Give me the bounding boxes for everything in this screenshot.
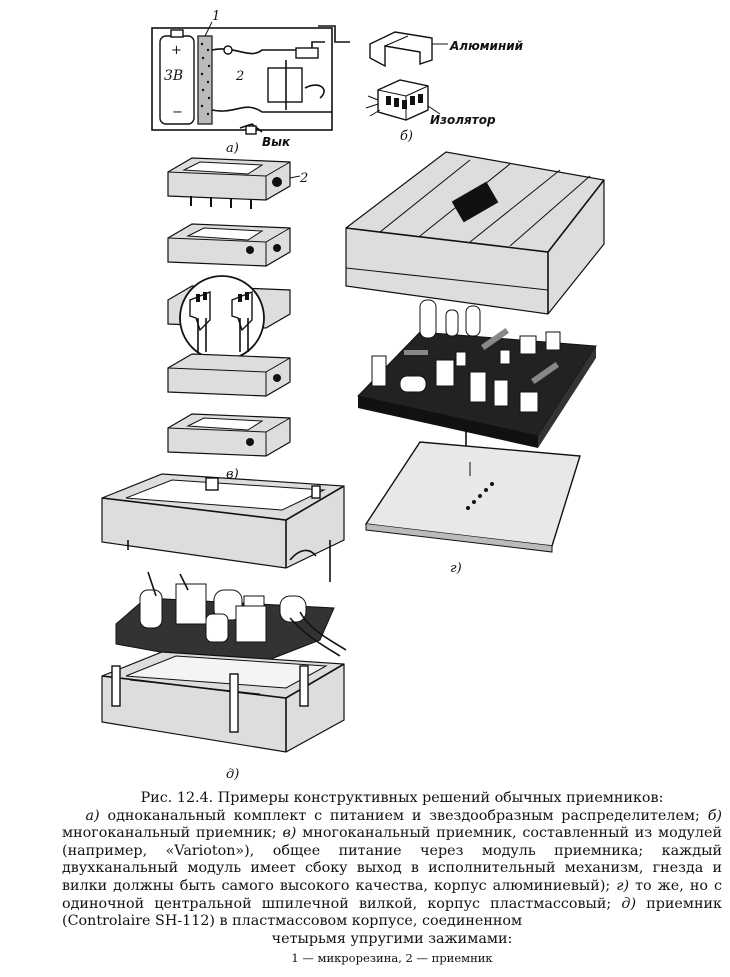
panel-a-single-channel-kit: + 3В − 1 2 Вык а) (151, 9, 350, 156)
receiver-board (115, 571, 347, 669)
module-second (167, 223, 291, 267)
panel-d-controlaire-receiver: д) (101, 473, 347, 782)
caption-v-text: многоканальный приемник, составленный из… (62, 825, 722, 894)
caption-g-text: то же, но с одиночной центральной шпилеч… (62, 877, 722, 912)
module-fourth (167, 353, 291, 397)
figure-caption: Рис. 12.4. Примеры конструктивных решени… (62, 790, 722, 968)
panel-a-label: а) (226, 141, 239, 156)
panel-g-plastic-housing: г) (345, 151, 605, 576)
panel-g-label: г) (450, 561, 462, 576)
panel-b-multichannel-receiver: Алюминий Изолятор б) (365, 31, 524, 144)
caption-legend: 1 — микрорезина, 2 — приемник (291, 951, 493, 966)
switch-label: Вык (262, 135, 291, 149)
housing-cover (345, 151, 605, 315)
caption-b-mark: б) (707, 807, 723, 824)
caption-title: Рис. 12.4. Примеры конструктивных решени… (140, 790, 664, 806)
base-plate (364, 441, 581, 553)
caption-d-mark: д) (621, 895, 637, 912)
part-2-label: 2 (235, 69, 244, 84)
microrubber-block (197, 35, 213, 125)
circuit-board (357, 299, 597, 458)
battery-minus-label: − (172, 105, 183, 120)
housing-bottom-half (101, 651, 345, 753)
aluminum-label: Алюминий (449, 39, 524, 53)
housing-top-half (101, 473, 345, 582)
caption-a-mark: а) (85, 807, 100, 824)
caption-g-mark: г) (616, 877, 630, 894)
caption-v-mark: в) (282, 825, 297, 842)
connector-detail-magnifier (179, 275, 265, 361)
receiver-module-label: 2 (299, 171, 308, 186)
caption-d-text: приемник (Controlaire SH-112) в пластмас… (62, 895, 722, 930)
panel-b-label: б) (400, 129, 413, 144)
panel-v-stacked-modules: 2 (167, 157, 308, 482)
caption-a-text: одноканальный комплект с питанием и звез… (99, 807, 700, 824)
figure-illustration: + 3В − 1 2 Вык а) (101, 9, 605, 782)
battery-voltage-label: 3В (164, 68, 183, 84)
battery-plus-label: + (171, 43, 182, 58)
insulator-label: Изолятор (430, 113, 496, 127)
panel-d-label: д) (226, 767, 239, 782)
part-1-label: 1 (212, 9, 220, 24)
module-top: 2 (167, 157, 308, 209)
caption-b-text: многоканальный приемник; (62, 825, 277, 842)
caption-last-line: четырьмя упругими зажимами: (271, 930, 513, 947)
aluminum-cover-icon (369, 31, 433, 68)
caption-body: а) одноканальный комплект с питанием и з… (62, 808, 722, 931)
module-bottom (167, 413, 291, 457)
